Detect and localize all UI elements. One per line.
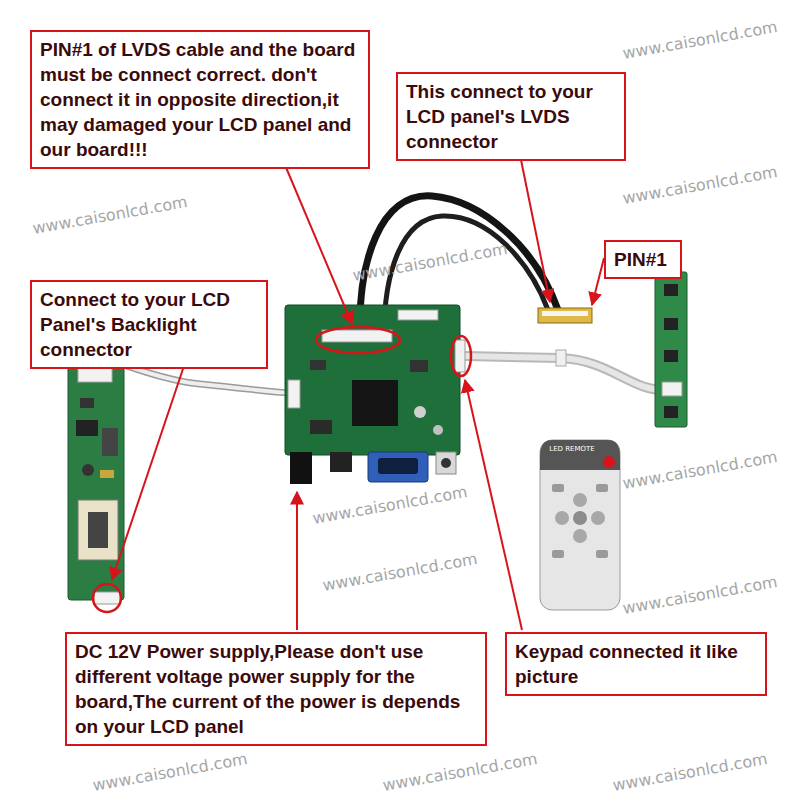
callout-text: This connect to your LCD panel's LVDS co… <box>406 79 616 154</box>
watermark: www.caisonlcd.com <box>31 192 189 238</box>
callout-text: PIN#1 <box>614 247 672 272</box>
leader-arrows <box>112 155 604 630</box>
watermark: www.caisonlcd.com <box>321 549 479 595</box>
callout-box: This connect to your LCD panel's LVDS co… <box>396 72 626 161</box>
watermark: www.caisonlcd.com <box>621 162 779 208</box>
callout-box: Connect to your LCD Panel's Backlight co… <box>30 280 268 369</box>
callout-box: Keypad connected it like picture <box>505 632 767 696</box>
callout-box: PIN#1 <box>604 240 682 279</box>
remote-control <box>540 440 620 610</box>
watermark: www.caisonlcd.com <box>381 749 539 795</box>
callout-box: DC 12V Power supply,Please don't use dif… <box>65 632 487 746</box>
callout-text: Connect to your LCD Panel's Backlight co… <box>40 287 258 362</box>
keypad-ribbon-cable <box>465 350 668 390</box>
keypad-board <box>655 272 687 427</box>
callout-text: Keypad connected it like picture <box>515 639 757 689</box>
watermark: www.caisonlcd.com <box>611 749 769 795</box>
callout-text: DC 12V Power supply,Please don't use dif… <box>75 639 477 739</box>
remote-label: LED REMOTE <box>549 445 594 453</box>
watermark: www.caisonlcd.com <box>91 749 249 795</box>
watermark: www.caisonlcd.com <box>621 447 779 493</box>
watermark: www.caisonlcd.com <box>311 482 469 528</box>
watermark: www.caisonlcd.com <box>621 17 779 63</box>
controller-board <box>285 305 465 484</box>
callout-box: PIN#1 of LVDS cable and the board must b… <box>30 30 370 169</box>
watermark: www.caisonlcd.com <box>621 572 779 618</box>
callout-text: PIN#1 of LVDS cable and the board must b… <box>40 37 360 162</box>
